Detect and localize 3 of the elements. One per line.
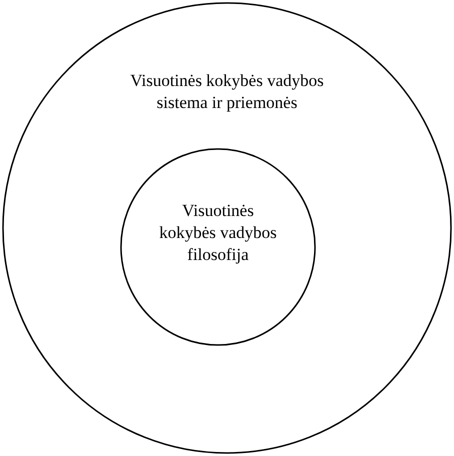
circle (120, 148, 316, 346)
circle-label: Visuotinės kokybės vadybos filosofija (158, 200, 278, 266)
circle-label: Visuotinės kokybės vadybos sistema ir priemonės (129, 70, 325, 114)
